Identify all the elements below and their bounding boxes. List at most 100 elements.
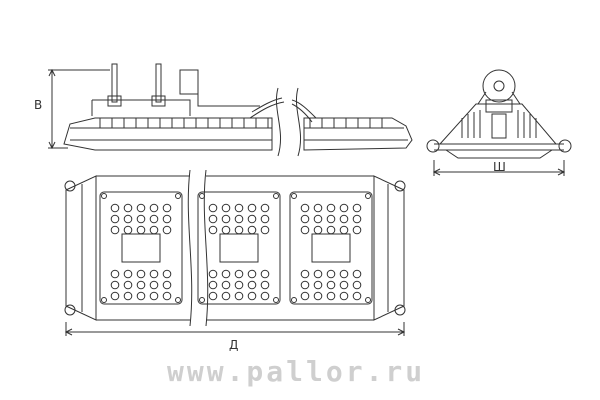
led-lens	[260, 291, 270, 301]
led-lens	[136, 280, 146, 290]
end-housing	[426, 103, 572, 159]
led-lens	[339, 225, 349, 235]
led-lens	[221, 280, 231, 290]
led-lens	[136, 269, 146, 279]
led-lens	[123, 269, 133, 279]
led-lens	[247, 203, 257, 213]
led-lens	[313, 269, 323, 279]
led-lens	[260, 203, 270, 213]
led-lens	[326, 225, 336, 235]
led-lens	[300, 203, 310, 213]
watermark: www.pallor.ru	[167, 355, 426, 388]
led-lens	[234, 291, 244, 301]
led-lens	[208, 291, 218, 301]
led-lens	[352, 280, 362, 290]
led-lens	[149, 214, 159, 224]
led-lens	[247, 225, 257, 235]
screw	[365, 297, 371, 303]
break-line	[187, 169, 209, 327]
length-dimension	[64, 322, 406, 336]
led-lens	[247, 280, 257, 290]
led-lens	[221, 269, 231, 279]
screw	[175, 297, 181, 303]
led-lens	[110, 269, 120, 279]
width-dimension-label: Ш	[493, 160, 506, 174]
led-lens	[110, 280, 120, 290]
led-lens	[110, 214, 120, 224]
end-view	[426, 69, 572, 176]
led-lens	[300, 214, 310, 224]
led-lens	[313, 225, 323, 235]
led-lens	[352, 291, 362, 301]
led-lens	[208, 225, 218, 235]
led-lens	[123, 214, 133, 224]
led-lens	[326, 280, 336, 290]
led-lens	[247, 269, 257, 279]
led-lens	[221, 225, 231, 235]
led-lens	[110, 225, 120, 235]
led-lens	[162, 203, 172, 213]
led-modules	[99, 191, 373, 305]
screw	[101, 193, 107, 199]
led-lens	[208, 269, 218, 279]
led-lens	[149, 225, 159, 235]
led-lens	[123, 280, 133, 290]
led-module	[99, 191, 183, 305]
led-lens	[352, 203, 362, 213]
led-lens	[260, 280, 270, 290]
led-lens	[247, 214, 257, 224]
led-lens	[221, 291, 231, 301]
led-lens	[136, 203, 146, 213]
led-lens	[234, 214, 244, 224]
led-lens	[313, 291, 323, 301]
side-housing	[63, 117, 413, 151]
led-lens	[300, 225, 310, 235]
led-lens	[326, 214, 336, 224]
led-lens	[234, 269, 244, 279]
led-lens	[221, 203, 231, 213]
led-lens	[234, 225, 244, 235]
led-lens	[123, 225, 133, 235]
led-lens	[326, 269, 336, 279]
led-lens	[149, 291, 159, 301]
led-lens	[313, 203, 323, 213]
led-lens	[339, 203, 349, 213]
side-view	[48, 63, 413, 157]
top-housing	[64, 175, 406, 321]
led-lens	[260, 269, 270, 279]
led-lens	[162, 280, 172, 290]
led-module	[289, 191, 373, 305]
led-lens	[313, 280, 323, 290]
led-lens	[352, 225, 362, 235]
led-lens	[162, 225, 172, 235]
led-lens	[110, 203, 120, 213]
led-lens	[339, 269, 349, 279]
led-lens	[300, 269, 310, 279]
led-lens	[149, 280, 159, 290]
led-lens	[110, 291, 120, 301]
led-lens	[352, 214, 362, 224]
led-lens	[247, 291, 257, 301]
led-lens	[234, 203, 244, 213]
height-dimension-label: В	[34, 98, 43, 112]
led-lens	[136, 225, 146, 235]
led-lens	[339, 280, 349, 290]
led-lens	[339, 214, 349, 224]
top-view	[64, 169, 406, 336]
screw	[175, 193, 181, 199]
led-lens	[339, 291, 349, 301]
led-lens	[208, 280, 218, 290]
led-lens	[300, 280, 310, 290]
led-lens	[149, 203, 159, 213]
led-lens	[260, 214, 270, 224]
led-lens	[300, 291, 310, 301]
led-lens	[221, 214, 231, 224]
break-line	[276, 87, 302, 157]
mounting-bracket	[91, 63, 260, 116]
led-lens	[162, 291, 172, 301]
led-lens	[162, 214, 172, 224]
end-mount-bracket	[477, 69, 521, 113]
screw	[365, 193, 371, 199]
height-dimension	[48, 68, 110, 150]
